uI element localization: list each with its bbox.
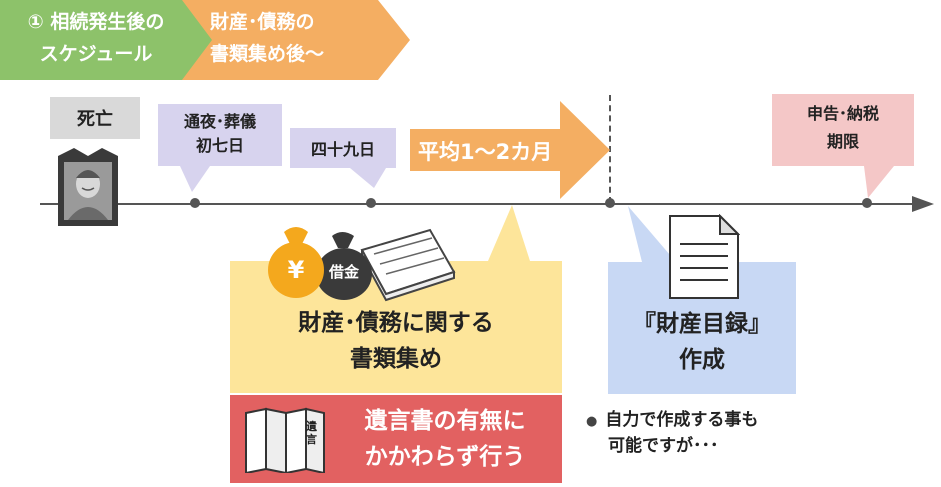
note-line2: 可能ですが･･･ xyxy=(608,436,719,456)
dashed-marker xyxy=(609,95,611,203)
timeline-dot-deadline xyxy=(862,198,872,208)
header-chevrons xyxy=(0,0,410,80)
duration-label: 平均1～2カ月 xyxy=(418,140,553,164)
deadline-label-line2: 期限 xyxy=(826,132,859,151)
debt-label: 借金 xyxy=(328,262,359,281)
self-prep-note: ● 自力で作成する事も 可能ですが･･･ xyxy=(586,408,866,458)
deadline-label: 申告･納税 期限 xyxy=(772,100,914,156)
step-label-line2: スケジュール xyxy=(39,43,153,65)
timeline-dot-shijukunichi xyxy=(366,198,376,208)
inventory-label: 『財産目録』 作成 xyxy=(608,306,796,378)
inventory-label-line1: 『財産目録』 xyxy=(633,311,771,337)
timeline-dot-two-months xyxy=(605,198,615,208)
inventory-document-icon xyxy=(669,214,740,299)
collect-label: 財産･債務に関する 書類集め xyxy=(230,305,562,377)
funeral-callout-shape xyxy=(158,104,282,192)
phase-chevron xyxy=(175,0,410,80)
will-label: 遺言書の有無に かかわらず行う xyxy=(332,403,558,475)
deadline-label-line1: 申告･納税 xyxy=(806,104,879,123)
will-label-line1: 遺言書の有無に xyxy=(364,408,526,434)
money-docs-icon xyxy=(268,227,456,302)
document-stack-icon xyxy=(360,228,456,302)
shijukunichi-callout-shape xyxy=(290,128,396,188)
timeline-dot-funeral xyxy=(190,198,200,208)
portrait-icon xyxy=(58,148,118,226)
debt-bag-icon xyxy=(316,232,372,300)
yen-symbol: ¥ xyxy=(287,256,305,284)
phase-label-line1: 財産･債務の xyxy=(210,11,315,33)
note-bullet-icon: ● xyxy=(586,414,598,429)
collect-label-line1: 財産･債務に関する xyxy=(298,310,494,336)
phase-label-line2: 書類集め後～ xyxy=(210,43,325,65)
shijukunichi-label: 四十九日 xyxy=(310,140,375,159)
note-line1: 自力で作成する事も xyxy=(605,410,759,430)
step-chevron xyxy=(0,0,212,80)
inventory-label-line2: 作成 xyxy=(679,347,725,373)
funeral-label-line1: 通夜･葬儀 xyxy=(183,112,256,131)
death-label: 死亡 xyxy=(50,97,140,139)
timeline-arrowhead xyxy=(912,196,934,212)
funeral-label: 通夜･葬儀 初七日 xyxy=(158,110,282,158)
will-doc-label: 遺言 xyxy=(306,420,317,446)
deadline-callout-shape xyxy=(772,94,914,198)
step-label-line1: ① 相続発生後の xyxy=(27,11,165,33)
timeline-axis xyxy=(40,203,920,205)
step-label: ① 相続発生後の スケジュール xyxy=(6,6,186,70)
funeral-label-line2: 初七日 xyxy=(195,136,244,155)
duration-arrow xyxy=(410,101,610,199)
yen-bag-icon xyxy=(268,227,324,298)
will-document-icon xyxy=(245,407,325,473)
phase-label: 財産･債務の 書類集め後～ xyxy=(210,6,380,70)
collect-label-line2: 書類集め xyxy=(350,346,442,372)
will-label-line2: かかわらず行う xyxy=(364,444,526,470)
